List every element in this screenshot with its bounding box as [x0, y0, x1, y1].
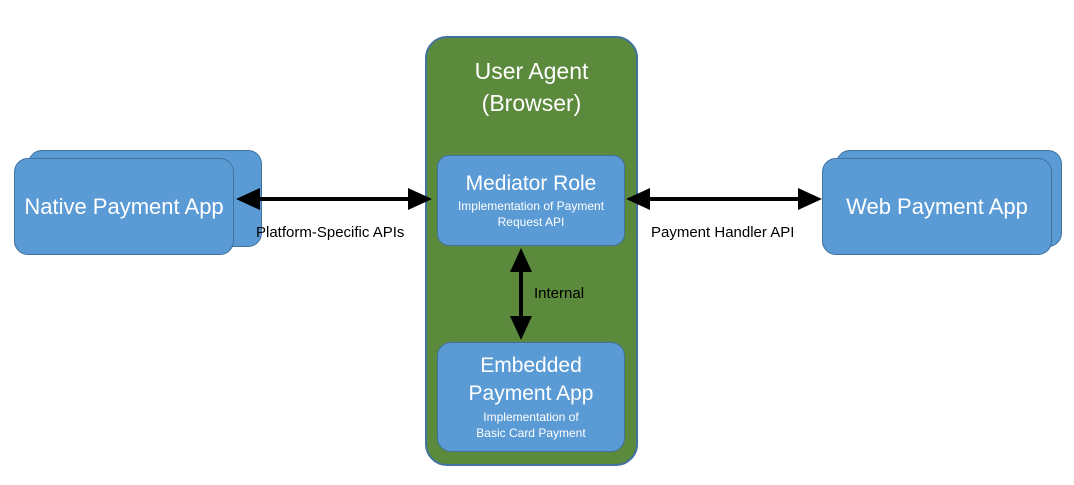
- embedded-payment-app-subtitle-line1: Implementation of: [483, 410, 579, 425]
- agent-to-web-arrow: [626, 188, 822, 210]
- embedded-payment-app-subtitle-line2: Basic Card Payment: [476, 425, 586, 440]
- native-payment-app-card: Native Payment App: [14, 158, 234, 255]
- mediator-role-title: Mediator Role: [465, 171, 597, 195]
- user-agent-title: User Agent (Browser): [427, 56, 636, 119]
- native-to-agent-arrow: [236, 188, 432, 210]
- mediator-to-embedded-arrow-label: Internal: [534, 285, 585, 302]
- web-payment-app-card: Web Payment App: [822, 158, 1052, 255]
- embedded-payment-app-title-line2: Payment App: [468, 382, 594, 406]
- embedded-payment-app-title-line1: Embedded: [480, 353, 582, 377]
- mediator-role-subtitle-line1: Implementation of Payment: [457, 199, 605, 214]
- user-agent-title-line2: (Browser): [481, 89, 582, 116]
- native-payment-app-node[interactable]: Native Payment App: [14, 150, 262, 255]
- embedded-payment-app-node[interactable]: Embedded Payment App Implementation of B…: [437, 342, 625, 452]
- native-to-agent-arrow-label: Platform-Specific APIs: [256, 224, 405, 241]
- mediator-to-embedded-arrow: [510, 248, 532, 340]
- mediator-role-subtitle-line2: Request API: [497, 214, 565, 229]
- web-payment-app-node[interactable]: Web Payment App: [822, 150, 1062, 255]
- user-agent-title-line1: User Agent: [474, 58, 589, 84]
- agent-to-web-arrow-label: Payment Handler API: [651, 224, 795, 241]
- mediator-role-node[interactable]: Mediator Role Implementation of Payment …: [437, 155, 625, 246]
